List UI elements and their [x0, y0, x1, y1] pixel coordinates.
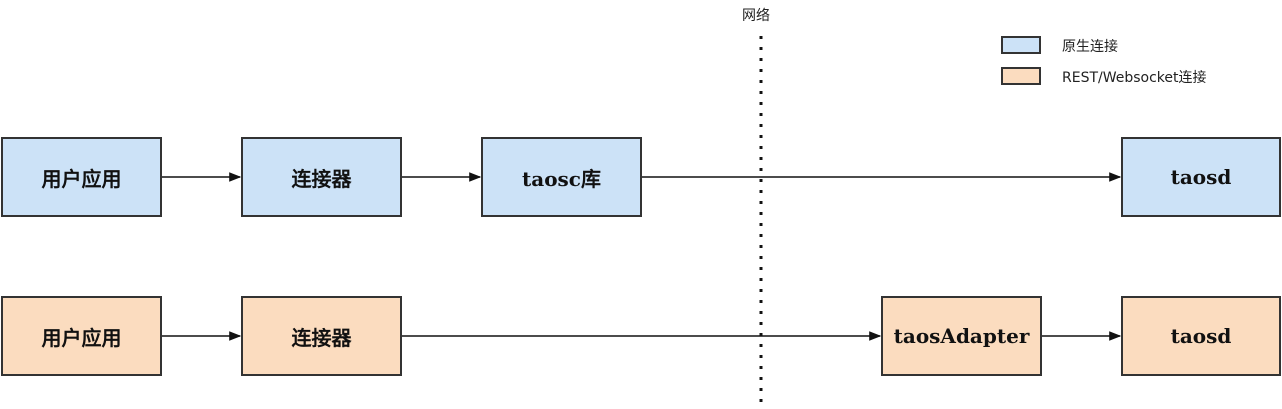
- native-taosd-box: taosd: [1121, 137, 1281, 217]
- native-connector-box: 连接器: [241, 137, 402, 217]
- rest-taosadapter-box: taosAdapter: [881, 296, 1042, 376]
- legend-label-rest: REST/Websocket连接: [1062, 70, 1207, 86]
- native-app-box: 用户应用: [1, 137, 162, 217]
- rest-taosd-box: taosd: [1121, 296, 1281, 376]
- network-label: 网络: [742, 8, 770, 24]
- legend-swatch-native: [1001, 36, 1041, 54]
- legend-swatch-rest: [1001, 67, 1041, 85]
- rest-connector-box: 连接器: [241, 296, 402, 376]
- rest-app-box: 用户应用: [1, 296, 162, 376]
- legend-label-native: 原生连接: [1062, 39, 1118, 55]
- native-taosc-box: taosc库: [481, 137, 642, 217]
